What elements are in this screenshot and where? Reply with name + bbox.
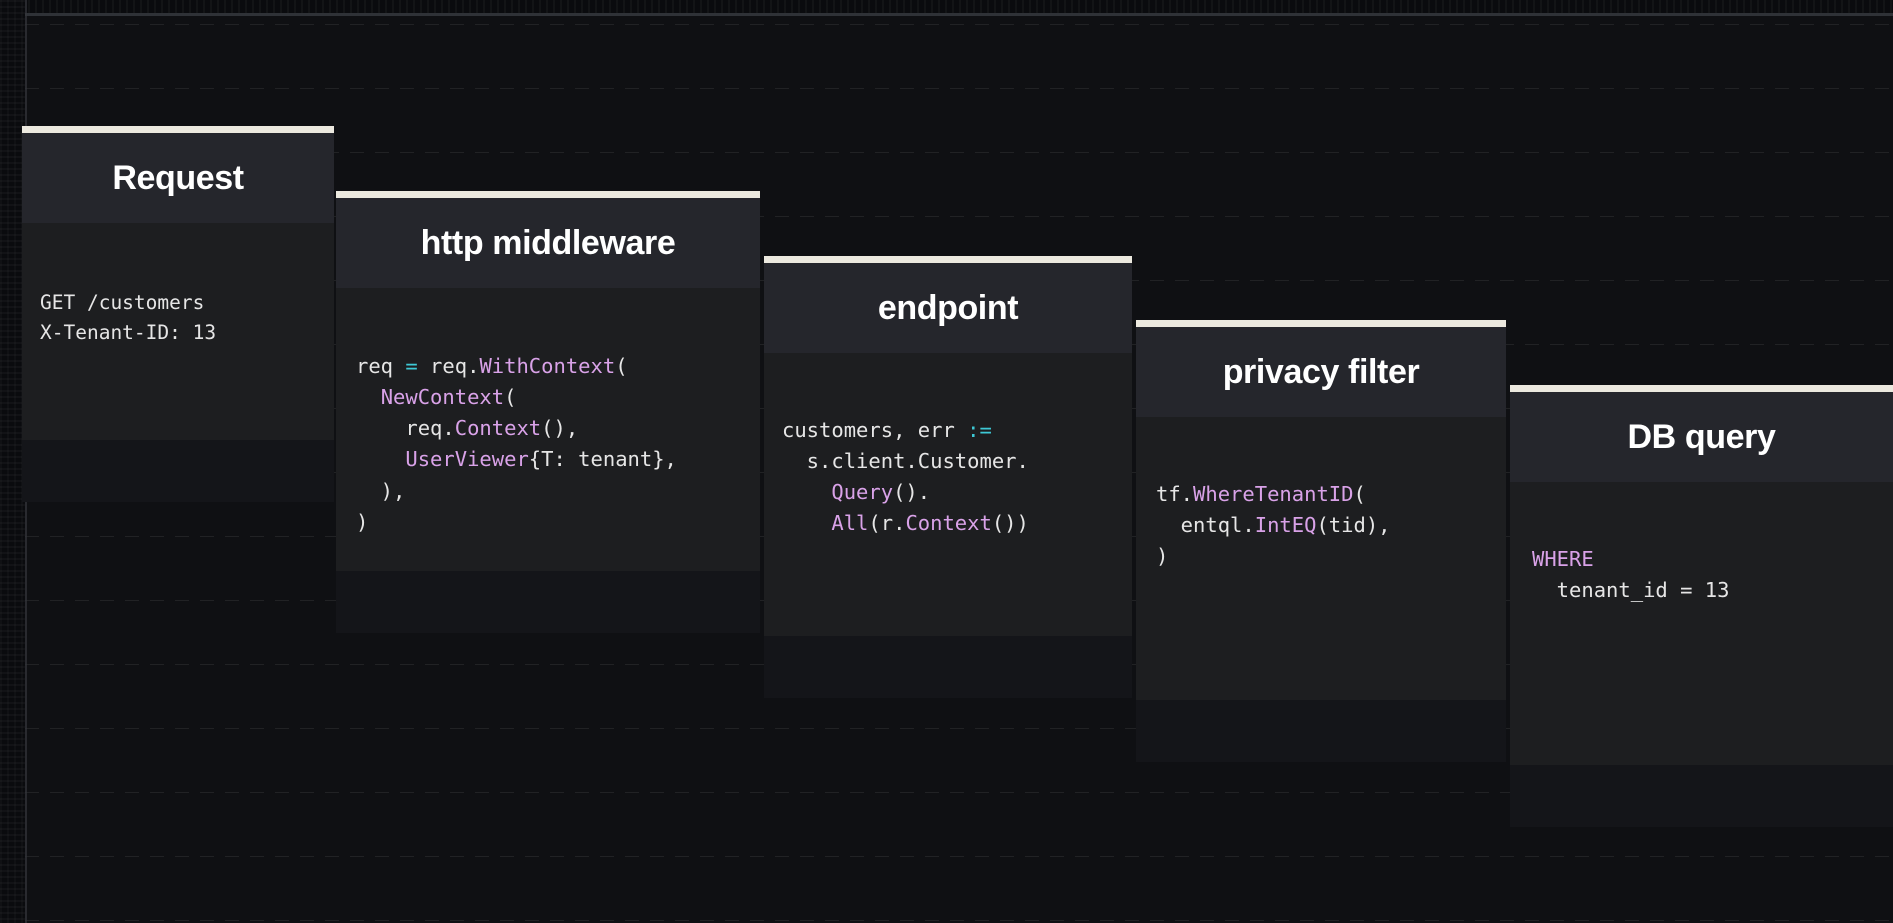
card-tail xyxy=(336,571,760,633)
card-db-query[interactable]: DB query WHERE tenant_id = 13 xyxy=(1510,385,1893,827)
gridline xyxy=(0,728,1893,729)
top-strip-divider xyxy=(0,13,1893,16)
gridline xyxy=(0,152,1893,153)
code-token: ()) xyxy=(991,511,1029,536)
card-accent-bar xyxy=(1510,385,1893,392)
code-token: ), xyxy=(356,478,406,503)
card-header: http middleware xyxy=(336,198,760,288)
card-privacy-filter[interactable]: privacy filter tf.WhereTenantID( entql.I… xyxy=(1136,320,1506,762)
code-token: req. xyxy=(417,354,480,378)
card-accent-bar xyxy=(336,191,760,198)
code-block: customers, err := s.client.Customer. Que… xyxy=(782,415,1132,540)
card-title: privacy filter xyxy=(1222,352,1420,391)
code-block: tf.WhereTenantID( entql.IntEQ(tid), ) xyxy=(1156,479,1506,572)
card-title: Request xyxy=(112,158,244,197)
code-token: GET /customers xyxy=(40,291,205,314)
code-token: ) xyxy=(1156,544,1169,569)
left-texture-rail xyxy=(0,0,25,923)
card-http-middleware[interactable]: http middleware req = req.WithContext( N… xyxy=(336,191,760,633)
gridline xyxy=(0,920,1893,921)
card-header: Request xyxy=(22,133,334,223)
code-token: Context xyxy=(905,511,992,536)
code-token: := xyxy=(967,418,992,442)
card-endpoint[interactable]: endpoint customers, err := s.client.Cust… xyxy=(764,256,1132,698)
code-token: ) xyxy=(356,509,369,534)
top-texture-strip xyxy=(0,0,1893,13)
card-body: customers, err := s.client.Customer. Que… xyxy=(764,353,1132,636)
card-accent-bar xyxy=(1136,320,1506,327)
card-tail xyxy=(764,636,1132,698)
gridline xyxy=(0,216,1893,217)
code-token: entql. xyxy=(1156,513,1255,538)
code-token: tenant_id = 13 xyxy=(1532,578,1730,603)
code-token: Context xyxy=(454,416,542,441)
code-token: WhereTenantID xyxy=(1193,482,1354,506)
code-token: ( xyxy=(1353,482,1366,506)
card-header: DB query xyxy=(1510,392,1893,482)
code-token: (tid), xyxy=(1316,513,1391,538)
code-token xyxy=(356,447,405,471)
card-accent-bar xyxy=(22,126,334,133)
gridline xyxy=(0,792,1893,793)
code-token: X-Tenant-ID: 13 xyxy=(40,320,217,344)
card-title: http middleware xyxy=(420,223,676,262)
code-token: req. xyxy=(356,416,455,441)
code-token: {T: tenant}, xyxy=(528,447,677,472)
gridline xyxy=(0,88,1893,89)
card-accent-bar xyxy=(764,256,1132,263)
card-header: privacy filter xyxy=(1136,327,1506,417)
gridline xyxy=(0,856,1893,857)
code-token: customers, err xyxy=(782,418,968,442)
code-token: ( xyxy=(504,385,517,410)
code-block: GET /customers X-Tenant-ID: 13 xyxy=(40,288,334,347)
card-body: req = req.WithContext( NewContext( req.C… xyxy=(336,288,760,571)
code-token xyxy=(356,385,381,409)
code-token: IntEQ xyxy=(1254,513,1317,538)
card-body: GET /customers X-Tenant-ID: 13 xyxy=(22,223,334,440)
card-body: WHERE tenant_id = 13 xyxy=(1510,482,1893,765)
code-token: tf. xyxy=(1156,482,1194,506)
card-tail xyxy=(1510,765,1893,827)
code-token: NewContext xyxy=(380,385,505,410)
code-token: WHERE xyxy=(1532,547,1594,571)
card-request[interactable]: Request GET /customers X-Tenant-ID: 13 xyxy=(22,126,334,502)
code-token xyxy=(782,511,831,535)
gridline xyxy=(0,24,1893,25)
code-token: All xyxy=(831,511,869,536)
card-header: endpoint xyxy=(764,263,1132,353)
code-block: WHERE tenant_id = 13 xyxy=(1532,544,1893,606)
code-token: s.client.Customer. xyxy=(782,449,1029,474)
code-token: req xyxy=(356,354,406,378)
code-token: ( xyxy=(615,354,628,378)
card-tail xyxy=(1136,700,1506,762)
code-token: (r. xyxy=(868,511,906,536)
code-token: (), xyxy=(541,416,579,441)
code-token: = xyxy=(405,354,418,378)
code-token: Query xyxy=(831,480,894,505)
code-token: WithContext xyxy=(479,354,616,378)
card-tail xyxy=(22,440,334,502)
card-title: endpoint xyxy=(877,288,1019,327)
code-token: UserViewer xyxy=(405,447,529,472)
card-title: DB query xyxy=(1627,417,1776,456)
code-block: req = req.WithContext( NewContext( req.C… xyxy=(356,351,760,538)
code-token: (). xyxy=(893,480,931,505)
card-body: tf.WhereTenantID( entql.IntEQ(tid), ) xyxy=(1136,417,1506,700)
code-token xyxy=(782,480,831,504)
